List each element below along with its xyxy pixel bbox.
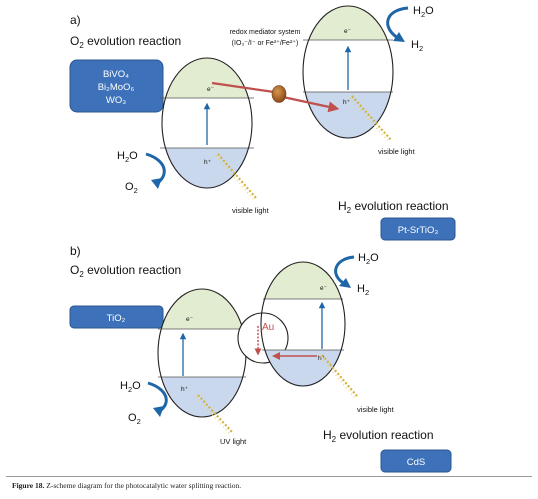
panel-a-h2-title: H2 evolution reaction bbox=[338, 199, 449, 215]
caption-divider bbox=[6, 476, 532, 477]
figure-caption: Figure 18. Z-scheme diagram for the phot… bbox=[12, 481, 241, 490]
caption-text: Z-scheme diagram for the photocatalytic … bbox=[44, 481, 242, 490]
h2o-label-a-right: H2O bbox=[413, 5, 434, 19]
reduction-arrowhead-b bbox=[339, 278, 351, 288]
o2-label-b: O2 bbox=[128, 412, 141, 426]
light-label-b-right: visible light bbox=[357, 405, 395, 414]
electron-label-a2: e⁻ bbox=[344, 28, 351, 35]
electron-transfer-arrow-a-right bbox=[282, 95, 340, 113]
mediator-label-line2: (IO₃⁻/I⁻ or Fe³⁺/Fe²⁺) bbox=[232, 39, 299, 47]
hole-label-a2: h⁺ bbox=[343, 99, 350, 106]
hole-label-b1: h⁺ bbox=[181, 386, 188, 393]
light-label-b-left: UV light bbox=[220, 437, 247, 446]
catalyst-o2-a-line2: Bi₂MoO₆ bbox=[98, 82, 135, 93]
catalyst-o2-box-a bbox=[69, 59, 164, 113]
h2-label-b: H2 bbox=[357, 283, 369, 297]
panel-a-label: a) bbox=[70, 13, 81, 27]
oxidation-arrowhead-b bbox=[153, 406, 164, 417]
panel-b-label: b) bbox=[70, 244, 81, 258]
catalyst-o2-b-label: TiO₂ bbox=[107, 313, 126, 324]
catalyst-h2-box-b bbox=[380, 449, 452, 473]
photocatalyst-h2-a: e⁻ h⁺ bbox=[302, 5, 394, 139]
electron-transfer-arrow-a-left bbox=[211, 81, 275, 94]
caption-label: Figure 18. bbox=[12, 481, 45, 490]
h2-label-a: H2 bbox=[411, 39, 423, 53]
light-ray-a-left bbox=[215, 153, 257, 201]
panel-a: a) O2 evolution reaction BiVO₄ Bi₂MoO₆ W… bbox=[69, 5, 456, 241]
catalyst-o2-box-b bbox=[69, 305, 164, 329]
catalyst-h2-box-a bbox=[380, 217, 456, 241]
catalyst-h2-a-label: Pt-SrTiO₃ bbox=[398, 225, 439, 236]
h2o-label-a-left: H2O bbox=[117, 150, 138, 164]
light-ray-a-right bbox=[349, 95, 392, 143]
hole-label-b2: h⁺ bbox=[318, 355, 325, 362]
electron-label-a1: e⁻ bbox=[207, 86, 214, 93]
redox-mediator-icon bbox=[271, 85, 287, 103]
panel-a-o2-title: O2 evolution reaction bbox=[70, 34, 181, 50]
light-ray-b-right bbox=[319, 354, 358, 399]
reduction-arrow-a bbox=[386, 6, 409, 40]
h2o-label-b-left: H2O bbox=[120, 380, 141, 394]
electron-label-b2: e⁻ bbox=[320, 285, 327, 292]
o2-label-a: O2 bbox=[125, 181, 138, 195]
panel-b-h2-title: H2 evolution reaction bbox=[323, 428, 434, 444]
catalyst-o2-a-line3: WO₃ bbox=[106, 95, 126, 106]
oxidation-arrowhead-a bbox=[151, 178, 162, 189]
light-label-a-left: visible light bbox=[232, 206, 270, 215]
mediator-label-line1: redox mediator system bbox=[230, 29, 301, 36]
electron-label-b1: e⁻ bbox=[186, 316, 193, 323]
reduction-arrow-b bbox=[334, 255, 355, 286]
light-ray-b-left bbox=[195, 394, 233, 435]
light-label-a-right: visible light bbox=[378, 147, 416, 156]
h2o-label-b-right: H2O bbox=[358, 252, 379, 266]
reduction-arrowhead-a bbox=[393, 32, 405, 42]
catalyst-o2-a-line1: BiVO₄ bbox=[103, 69, 129, 80]
photocatalyst-o2-a: e⁻ h⁺ bbox=[160, 57, 254, 189]
hole-label-a1: h⁺ bbox=[204, 159, 211, 166]
au-label: Au bbox=[262, 322, 274, 333]
panel-b: b) O2 evolution reaction TiO₂ e⁻ h⁺ Au bbox=[69, 244, 452, 473]
panel-b-o2-title: O2 evolution reaction bbox=[70, 263, 181, 279]
catalyst-h2-b-label: CdS bbox=[407, 457, 425, 468]
